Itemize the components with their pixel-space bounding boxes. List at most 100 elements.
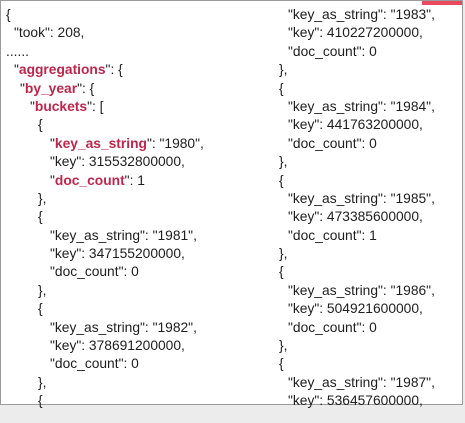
json-code-panel: {"took": 208,......"aggregations": {"by_… <box>0 0 463 408</box>
code-text: " <box>14 62 19 78</box>
code-text: " <box>30 98 35 114</box>
code-line: "key": 410227200000, <box>279 24 435 42</box>
code-line: "doc_count": 0 <box>6 263 204 281</box>
code-line: "key": 504921600000, <box>279 300 435 318</box>
code-text: ": { <box>77 80 95 96</box>
highlighted-key: by_year <box>24 80 78 96</box>
code-text: "key_as_string": "1984", <box>288 98 435 114</box>
code-column-left: {"took": 208,......"aggregations": {"by_… <box>6 6 204 411</box>
code-text: "doc_count": 0 <box>288 319 377 335</box>
code-line: { <box>279 263 435 281</box>
code-text: "key": 441763200000, <box>288 117 423 133</box>
code-text: { <box>38 117 43 133</box>
code-text: "doc_count": 0 <box>50 356 139 372</box>
code-text: "key": 315532800000, <box>50 154 185 170</box>
code-line: "doc_count": 1 <box>6 172 204 190</box>
code-text: "key_as_string": "1982", <box>50 319 197 335</box>
code-line: ...... <box>6 43 204 61</box>
code-text: "doc_count": 0 <box>288 43 377 59</box>
code-line: { <box>6 6 204 24</box>
code-text: ": 1 <box>124 172 145 188</box>
code-line: "took": 208, <box>6 24 204 42</box>
code-line: "key_as_string": "1987", <box>279 374 435 392</box>
highlighted-key: buckets <box>34 98 88 114</box>
code-line: }, <box>6 374 204 392</box>
code-line: "by_year": { <box>6 80 204 98</box>
code-line: "key_as_string": "1982", <box>6 319 204 337</box>
code-line: "aggregations": { <box>6 61 204 79</box>
code-text: ...... <box>6 43 29 59</box>
code-line: "key_as_string": "1981", <box>6 227 204 245</box>
code-line: { <box>6 116 204 134</box>
code-line: "key": 441763200000, <box>279 116 435 134</box>
code-line: "key": 473385600000, <box>279 208 435 226</box>
code-text: "key": 536457600000, <box>288 393 423 409</box>
code-line: "key": 315532800000, <box>6 153 204 171</box>
code-line: { <box>279 172 435 190</box>
code-text: { <box>38 209 43 225</box>
code-text: }, <box>279 246 288 262</box>
code-text: { <box>38 393 43 409</box>
code-text: }, <box>38 190 47 206</box>
code-line: "key_as_string": "1980", <box>6 135 204 153</box>
code-text: "key": 347155200000, <box>50 246 185 262</box>
code-line: }, <box>6 190 204 208</box>
code-line: }, <box>279 61 435 79</box>
code-text: { <box>279 172 284 188</box>
code-line: "key_as_string": "1984", <box>279 98 435 116</box>
code-line: "doc_count": 1 <box>279 227 435 245</box>
code-line: { <box>279 355 435 373</box>
code-text: }, <box>279 154 288 170</box>
code-line: "buckets": [ <box>6 98 204 116</box>
code-text: "key": 410227200000, <box>288 25 423 41</box>
code-line: { <box>279 80 435 98</box>
code-text: "key": 473385600000, <box>288 209 423 225</box>
code-line: { <box>6 208 204 226</box>
code-text: ": { <box>105 62 123 78</box>
code-text: { <box>279 356 284 372</box>
highlighted-key: aggregations <box>18 62 106 78</box>
code-text: }, <box>279 62 288 78</box>
code-text: }, <box>279 338 288 354</box>
code-text: ": [ <box>87 98 104 114</box>
code-text: "key_as_string": "1981", <box>50 227 197 243</box>
code-line: "key": 378691200000, <box>6 337 204 355</box>
code-text: "took": 208, <box>14 25 85 41</box>
code-text: "doc_count": 1 <box>288 227 377 243</box>
code-line: "doc_count": 0 <box>279 135 435 153</box>
code-text: { <box>279 80 284 96</box>
code-text: "key_as_string": "1986", <box>288 282 435 298</box>
code-text: ": "1980", <box>146 135 204 151</box>
code-text: }, <box>38 374 47 390</box>
code-text: "key_as_string": "1985", <box>288 190 435 206</box>
code-text: "key": 378691200000, <box>50 338 185 354</box>
code-line: "key": 347155200000, <box>6 245 204 263</box>
code-text: { <box>279 264 284 280</box>
code-text: { <box>6 7 11 22</box>
code-line: }, <box>279 153 435 171</box>
code-line: }, <box>6 282 204 300</box>
code-text: "key": 504921600000, <box>288 301 423 317</box>
code-line: "doc_count": 0 <box>279 319 435 337</box>
code-text: "key_as_string": "1987", <box>288 374 435 390</box>
code-line: }, <box>279 245 435 263</box>
code-column-right: "key_as_string": "1983", "key": 410227200… <box>279 6 435 411</box>
code-text: }, <box>38 282 47 298</box>
code-line: "doc_count": 0 <box>279 43 435 61</box>
code-text: { <box>38 301 43 317</box>
code-line: { <box>6 392 204 410</box>
code-line: "key_as_string": "1985", <box>279 190 435 208</box>
code-text: " <box>50 135 55 151</box>
code-line: "doc_count": 0 <box>6 355 204 373</box>
code-text: " <box>50 172 55 188</box>
code-text: " <box>20 80 25 96</box>
code-line: }, <box>279 337 435 355</box>
highlighted-key: doc_count <box>54 172 125 188</box>
code-line: "key": 536457600000, <box>279 392 435 410</box>
code-line: { <box>6 300 204 318</box>
highlighted-key: key_as_string <box>54 135 147 151</box>
code-text: "doc_count": 0 <box>50 264 139 280</box>
code-line: "key_as_string": "1983", <box>279 6 435 24</box>
code-text: "key_as_string": "1983", <box>288 7 435 22</box>
